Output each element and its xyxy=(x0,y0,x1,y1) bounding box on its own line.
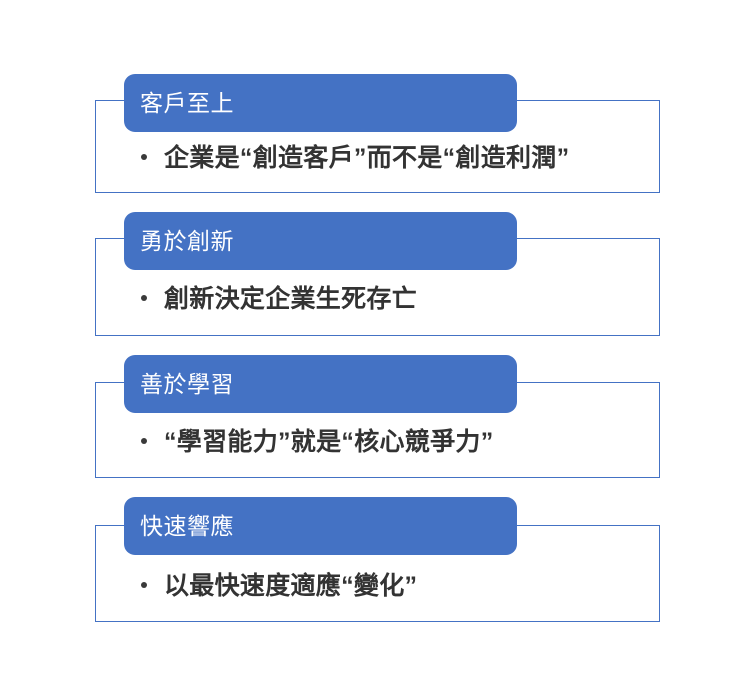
block-4-header-label: 快速響應 xyxy=(140,512,234,539)
block-4-header-chip: 快速響應 xyxy=(124,497,517,555)
block-2-header-label: 勇於創新 xyxy=(140,227,234,254)
bullet-dot-icon xyxy=(141,582,147,588)
block-1-bullet-text: 企業是“創造客戶”而不是“創造利潤” xyxy=(164,144,570,172)
bullet-dot-icon xyxy=(141,438,147,444)
block-3-bullet-text: “學習能力”就是“核心競爭力” xyxy=(164,428,494,456)
block-3-bullet-item: “學習能力”就是“核心競爭力” xyxy=(141,430,494,455)
block-4-bullet-item: 以最快速度適應“變化” xyxy=(141,574,417,599)
block-2-header-chip: 勇於創新 xyxy=(124,212,517,270)
block-2-bullet-text: 創新決定企業生死存亡 xyxy=(164,285,418,313)
block-1-header-label: 客戶至上 xyxy=(140,89,234,116)
bullet-dot-icon xyxy=(141,154,147,160)
block-3-header-label: 善於學習 xyxy=(140,370,234,397)
block-2-bullet-item: 創新決定企業生死存亡 xyxy=(141,287,417,312)
block-1-header-chip: 客戶至上 xyxy=(124,74,517,132)
block-1-bullet-item: 企業是“創造客戶”而不是“創造利潤” xyxy=(141,146,569,171)
block-4-bullet-text: 以最快速度適應“變化” xyxy=(164,572,418,600)
block-3-header-chip: 善於學習 xyxy=(124,355,517,413)
bullet-dot-icon xyxy=(141,295,147,301)
